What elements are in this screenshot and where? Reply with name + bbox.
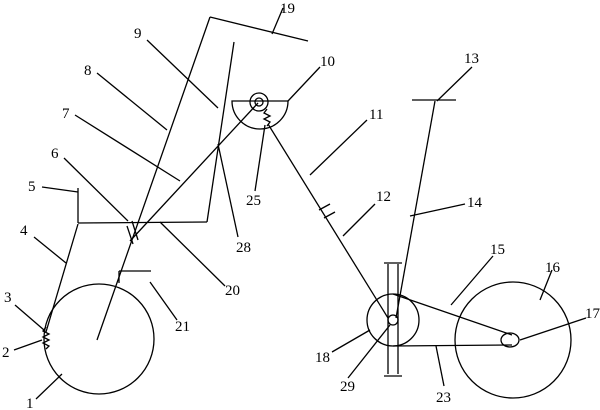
top-handle-bar <box>209 16 309 42</box>
rear-upright-bar <box>206 41 235 223</box>
leader-4 <box>33 236 67 264</box>
callout-12: 12 <box>376 189 391 205</box>
pivot-bolt-inner <box>254 97 264 107</box>
leader-29 <box>347 324 391 379</box>
front-wheel <box>43 283 155 395</box>
leader-19 <box>271 7 284 35</box>
leader-1 <box>35 373 63 400</box>
leader-5 <box>41 186 79 193</box>
leader-18 <box>331 329 371 353</box>
callout-23: 23 <box>436 390 451 406</box>
leader-13 <box>436 66 473 102</box>
seat-bar <box>77 221 208 224</box>
leader-6 <box>63 157 129 222</box>
callout-4: 4 <box>20 223 28 239</box>
callout-17: 17 <box>585 306 600 322</box>
brace-hatch-1 <box>126 225 134 245</box>
crank-hub <box>387 314 399 326</box>
leader-15 <box>450 255 494 306</box>
front-spring <box>41 326 51 350</box>
leader-10 <box>287 66 321 102</box>
rear-seat-post <box>395 100 436 319</box>
callout-13: 13 <box>464 51 479 67</box>
leader-2 <box>13 339 43 351</box>
callout-10: 10 <box>320 54 335 70</box>
leader-28 <box>217 143 239 238</box>
callout-8: 8 <box>84 63 92 79</box>
callout-16: 16 <box>545 260 561 276</box>
callout-2: 2 <box>2 345 10 361</box>
leader-23 <box>435 345 445 387</box>
leader-16 <box>539 269 553 301</box>
leader-7 <box>74 114 181 182</box>
pivot-spring <box>262 108 272 127</box>
leader-17 <box>519 317 587 341</box>
rear-wheel <box>454 281 572 399</box>
callout-28: 28 <box>236 240 251 256</box>
leader-12 <box>342 203 376 237</box>
leader-14 <box>409 203 466 217</box>
leader-8 <box>96 72 168 131</box>
callout-21: 21 <box>175 319 190 335</box>
leader-25 <box>254 124 266 192</box>
pivot-housing <box>231 100 289 130</box>
callout-18: 18 <box>315 350 330 366</box>
brace-hatch-2 <box>131 220 139 241</box>
callout-19: 19 <box>280 1 295 17</box>
rear-hub <box>500 332 520 348</box>
chain-ring <box>366 293 420 347</box>
leader-3 <box>14 304 45 331</box>
leader-lines <box>13 7 587 400</box>
callout-11: 11 <box>369 107 383 123</box>
callout-9: 9 <box>134 26 142 42</box>
callout-14: 14 <box>467 195 483 211</box>
callout-20: 20 <box>225 283 240 299</box>
chain-upper <box>392 293 513 336</box>
leader-21 <box>149 281 178 321</box>
center-pivot <box>231 92 289 130</box>
rod-hatch-1 <box>318 203 331 211</box>
rod-hatch-2 <box>323 211 336 219</box>
callout-29: 29 <box>340 379 355 395</box>
callout-15: 15 <box>490 242 505 258</box>
callout-7: 7 <box>62 106 70 122</box>
leader-20 <box>159 221 226 287</box>
leader-11 <box>309 119 368 176</box>
callout-5: 5 <box>28 179 36 195</box>
brace-bar <box>129 102 259 242</box>
main-bar <box>96 16 211 341</box>
rear-assembly <box>267 99 572 399</box>
left-frame <box>41 16 309 395</box>
callout-6: 6 <box>51 146 59 162</box>
pivot-bolt-outer <box>249 92 269 112</box>
callout-1: 1 <box>26 396 34 410</box>
callout-3: 3 <box>4 290 12 306</box>
callout-25: 25 <box>246 193 261 209</box>
fork-leg <box>45 223 79 333</box>
chain-lower <box>392 344 513 347</box>
leader-9 <box>146 39 219 109</box>
connecting-rod <box>267 123 389 319</box>
